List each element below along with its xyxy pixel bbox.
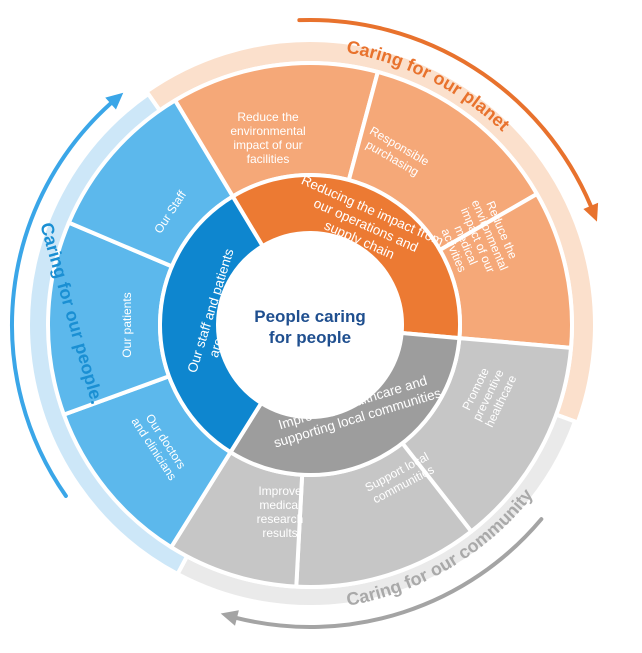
community-item-3-line: research bbox=[257, 512, 304, 526]
center-title-line1: People caring bbox=[254, 307, 365, 326]
people-item-2: Our patients bbox=[120, 292, 134, 357]
community-arrow-line bbox=[234, 517, 544, 629]
community-item-3-line: Improve bbox=[258, 484, 302, 498]
center-circle bbox=[218, 233, 402, 417]
middle-ring bbox=[46, 61, 574, 589]
planet-arrow-head bbox=[583, 202, 599, 222]
planet-item-1-line: Reduce the bbox=[237, 110, 299, 124]
people-arrow-head bbox=[105, 92, 124, 110]
people-arrow-line bbox=[10, 101, 113, 498]
planet-arrow-line bbox=[297, 18, 593, 208]
inner-ring bbox=[158, 173, 462, 477]
center-title-line2: for people bbox=[269, 328, 351, 347]
planet-item-1-line: environmental bbox=[230, 124, 305, 138]
cycle-arrows bbox=[10, 18, 599, 629]
people-item-2-line: Our patients bbox=[120, 292, 134, 357]
planet-item-1-line: facilities bbox=[247, 152, 290, 166]
community-arrow-head bbox=[220, 610, 239, 626]
community-item-3-line: results bbox=[262, 526, 297, 540]
planet-item-1-line: impact of our bbox=[233, 138, 302, 152]
community-item-3-line: medical bbox=[259, 498, 300, 512]
